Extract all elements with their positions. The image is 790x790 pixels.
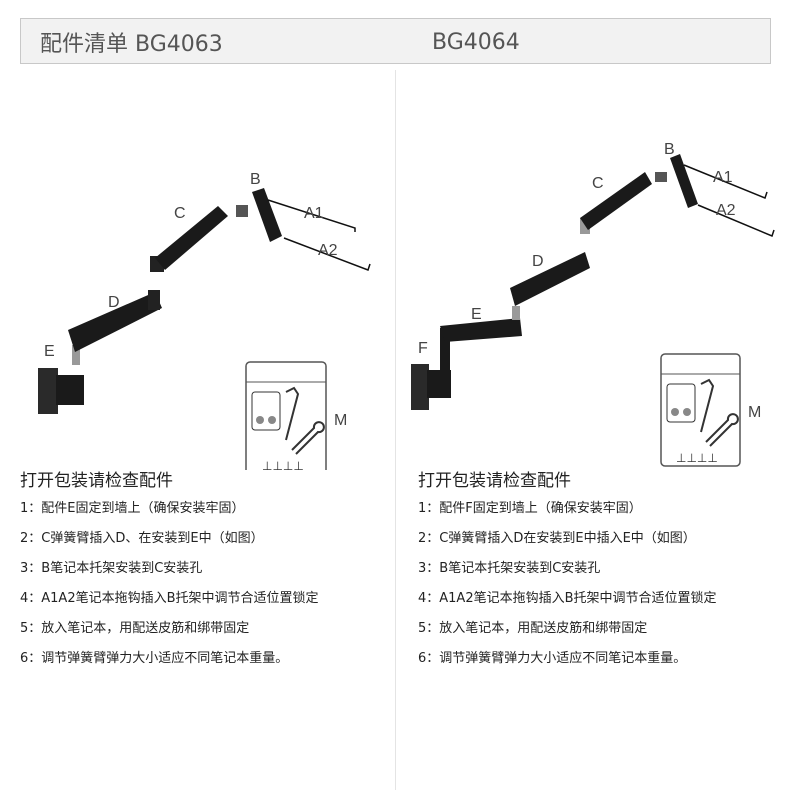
left-diagram: B C A1 A2 D E ⊥⊥⊥⊥ M (38, 171, 371, 470)
label-f: F (418, 340, 428, 357)
wall-bracket (56, 375, 84, 405)
step-5: 5：放入笔记本，用配送皮筋和绑带固定 (20, 621, 250, 636)
label-a2: A2 (716, 202, 736, 219)
tilt-joint (655, 172, 667, 182)
assembly-diagrams: B C A1 A2 D E ⊥⊥⊥⊥ M (38, 141, 775, 470)
right-title: BG4064 (432, 30, 520, 55)
post (580, 218, 590, 234)
label-b: B (250, 171, 261, 188)
label-c: C (592, 175, 604, 192)
header-bar (20, 18, 771, 64)
post (440, 328, 450, 372)
label-a2: A2 (318, 242, 338, 259)
step-1: 1：配件F固定到墙上（确保安装牢固） (418, 501, 642, 516)
wall-plate-f (411, 364, 429, 410)
tray-b (670, 154, 698, 208)
wall-bracket (427, 370, 451, 398)
arm-d (510, 252, 590, 306)
arm-c (155, 206, 228, 270)
post (512, 306, 520, 320)
hook-a1 (267, 199, 356, 232)
step-3: 3：B笔记本托架安装到C安装孔 (20, 561, 203, 576)
bolt-icon (671, 408, 679, 416)
label-c: C (174, 205, 186, 222)
screws-icon: ⊥⊥⊥⊥ (676, 451, 718, 465)
step-6: 6：调节弹簧臂弹力大小适应不同笔记本重量。 (418, 651, 687, 666)
step-4: 4：A1A2笔记本拖钩插入B托架中调节合适位置锁定 (20, 591, 319, 606)
instructions-heading: 打开包装请检查配件 (418, 471, 571, 491)
wrench-icon (291, 421, 325, 455)
column-divider (395, 70, 396, 790)
step-4: 4：A1A2笔记本拖钩插入B托架中调节合适位置锁定 (418, 591, 717, 606)
arm-e (440, 318, 522, 342)
wrench-icon (705, 413, 739, 447)
hex-key-icon (700, 378, 715, 433)
plate-icon (666, 383, 696, 423)
joint (148, 290, 160, 310)
left-title: 配件清单 BG4063 (40, 32, 223, 57)
right-diagram: B C A1 A2 D E F ⊥⊥⊥⊥ M (411, 141, 775, 467)
tilt-joint (236, 205, 248, 217)
left-instructions: 打开包装请检查配件 1：配件E固定到墙上（确保安装牢固） 2：C弹簧臂插入D、在… (20, 466, 319, 680)
hook-a1 (683, 164, 768, 199)
accessory-box-m (245, 361, 327, 470)
tray-b (252, 188, 282, 242)
arm-c (580, 172, 652, 230)
post (72, 345, 80, 365)
label-d: D (108, 294, 120, 311)
label-m: M (334, 412, 347, 429)
step-1: 1：配件E固定到墙上（确保安装牢固） (20, 501, 245, 516)
bolt-icon (683, 408, 691, 416)
step-5: 5：放入笔记本，用配送皮筋和绑带固定 (418, 621, 648, 636)
step-3: 3：B笔记本托架安装到C安装孔 (418, 561, 601, 576)
bolt-icon (268, 416, 276, 424)
label-e: E (44, 343, 55, 360)
right-instructions: 打开包装请检查配件 1：配件F固定到墙上（确保安装牢固） 2：C弹簧臂插入D在安… (418, 466, 717, 680)
label-e: E (471, 306, 482, 323)
hex-key-icon (285, 386, 300, 441)
step-2: 2：C弹簧臂插入D、在安装到E中（如图） (20, 531, 264, 546)
label-d: D (532, 253, 544, 270)
screws-icon: ⊥⊥⊥⊥ (262, 459, 304, 470)
wall-plate-e (38, 368, 58, 414)
bolt-icon (256, 416, 264, 424)
step-6: 6：调节弹簧臂弹力大小适应不同笔记本重量。 (20, 651, 289, 666)
arm-d (68, 292, 162, 352)
label-b: B (664, 141, 675, 158)
step-2: 2：C弹簧臂插入D在安装到E中插入E中（如图） (418, 531, 696, 546)
instructions-heading: 打开包装请检查配件 (20, 471, 173, 491)
plate-icon (251, 391, 281, 431)
label-a1: A1 (713, 169, 733, 186)
label-m: M (748, 404, 761, 421)
label-a1: A1 (304, 205, 324, 222)
accessory-box-m (660, 353, 741, 467)
hook-a2 (283, 237, 371, 271)
hook-a2 (697, 204, 775, 238)
